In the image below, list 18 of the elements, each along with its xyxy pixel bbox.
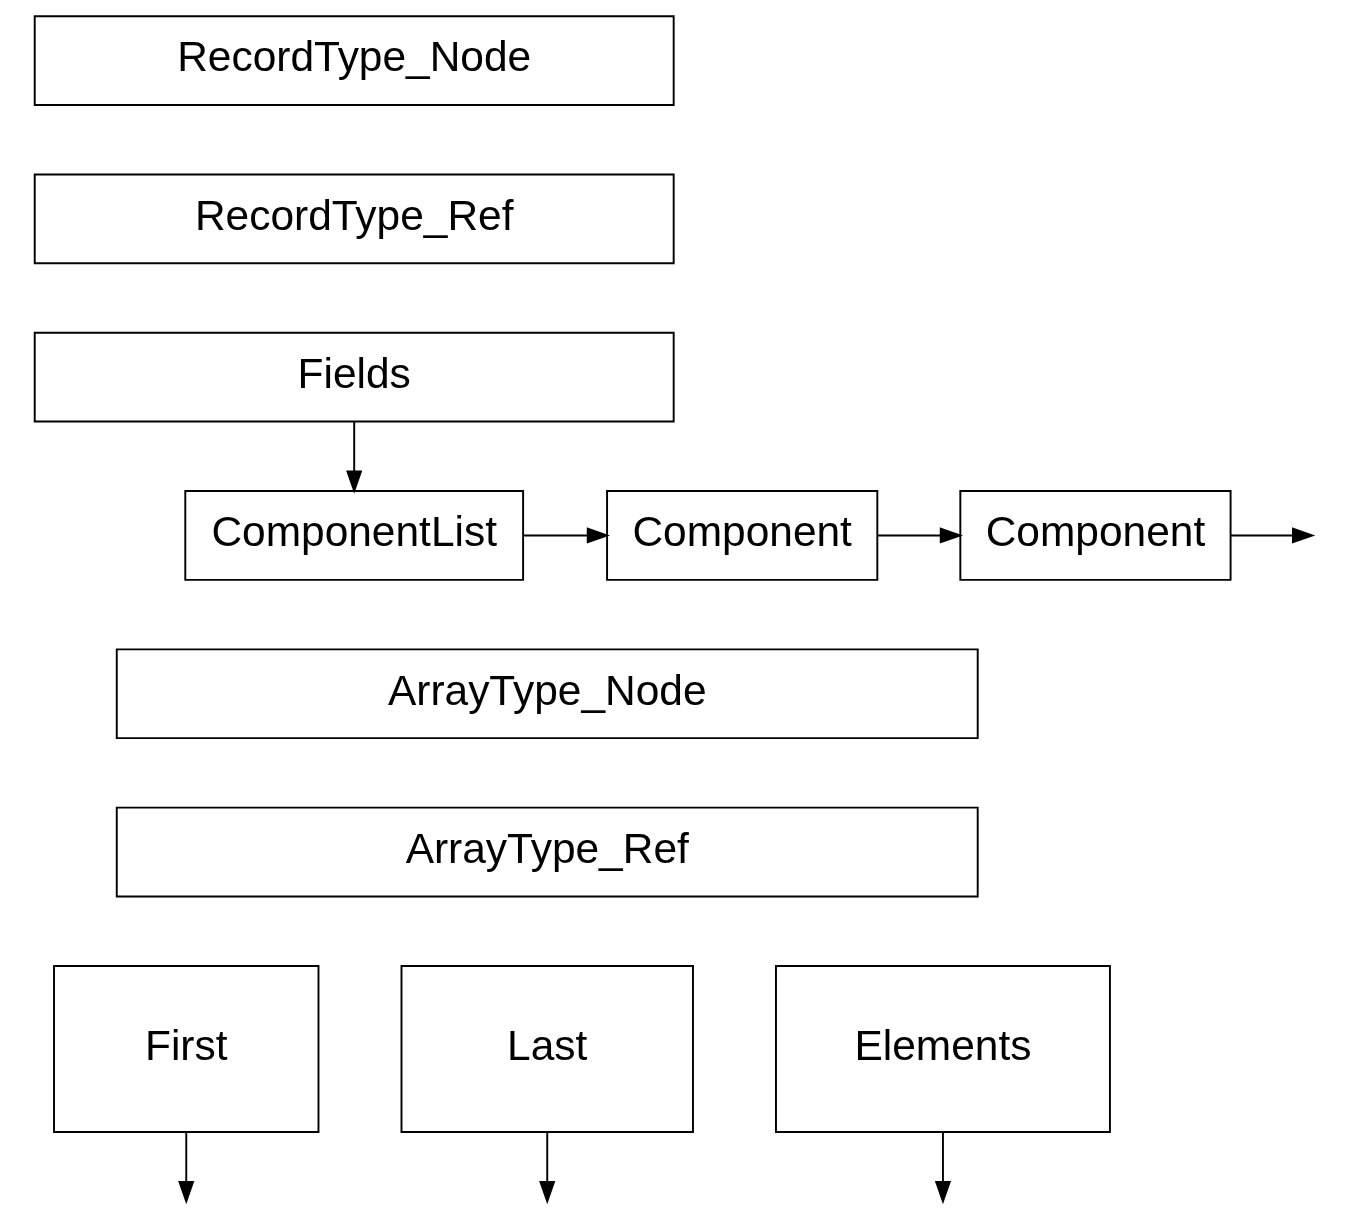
node-box: ArrayType_Ref: [115, 806, 979, 898]
node-box: Component: [606, 490, 879, 581]
arrow: [178, 1131, 195, 1205]
node-box: Fields: [33, 331, 675, 423]
node-box: Last: [400, 964, 694, 1133]
node-box: RecordType_Node: [33, 15, 675, 106]
node-box: Component: [959, 490, 1232, 581]
node-box: ArrayType_Node: [115, 648, 979, 740]
node-box: Elements: [775, 964, 1111, 1133]
arrow: [1229, 527, 1316, 544]
arrow: [934, 1131, 952, 1205]
node-box: First: [53, 964, 320, 1133]
arrow: [539, 1131, 556, 1205]
arrow: [522, 527, 610, 544]
node-box: RecordType_Ref: [33, 173, 675, 265]
arrow: [346, 421, 363, 494]
arrow: [876, 527, 963, 544]
node-box: ComponentList: [184, 490, 525, 581]
